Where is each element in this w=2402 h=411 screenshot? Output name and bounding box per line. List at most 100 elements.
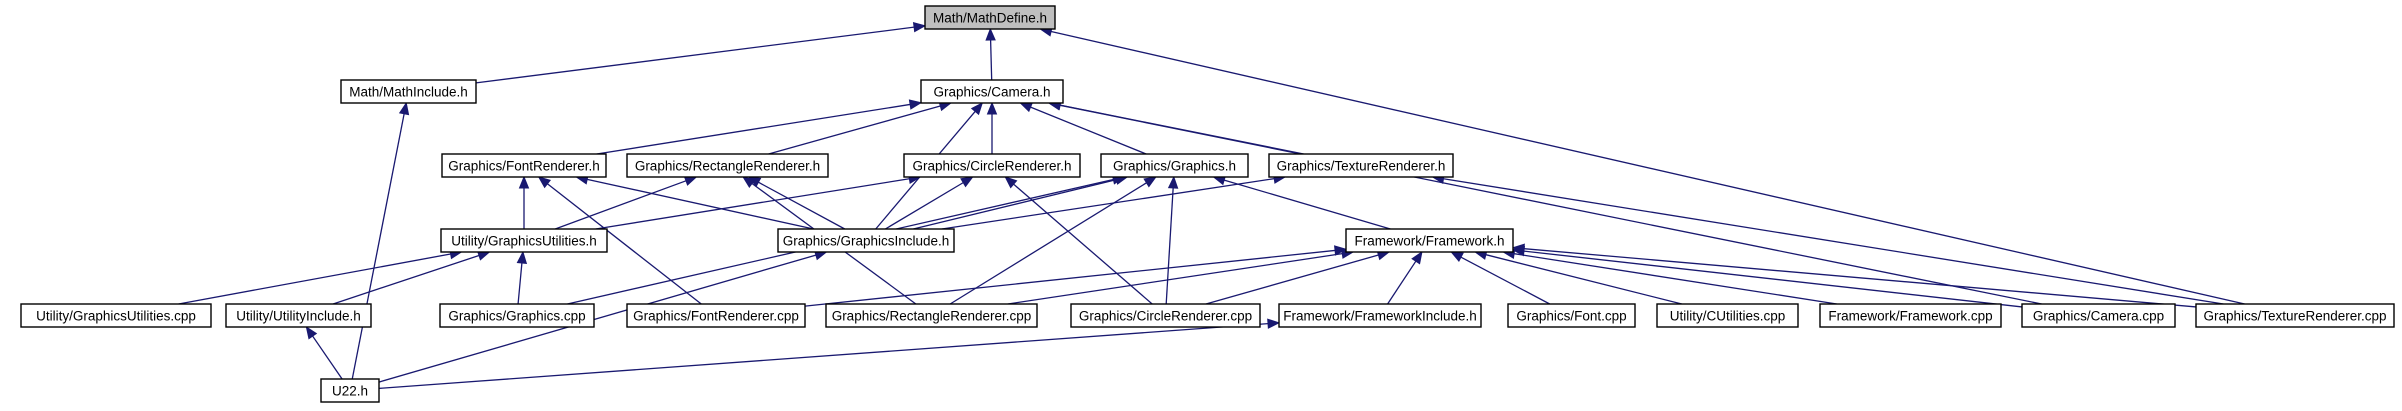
- node-frameworkinclude-h[interactable]: Framework/FrameworkInclude.h: [1278, 303, 1482, 328]
- node-box: [1507, 303, 1636, 328]
- node-rectrenderer-h[interactable]: Graphics/RectangleRenderer.h: [626, 153, 829, 178]
- edge-graphicsinclude_h-to-circlerenderer_h: [884, 176, 974, 230]
- node-box: [1268, 153, 1454, 178]
- node-graphicsutilities-cpp[interactable]: Utility/GraphicsUtilities.cpp: [20, 303, 212, 328]
- edge-font_cpp-to-framework_h: [1450, 251, 1551, 305]
- arrowhead-icon: [537, 176, 552, 189]
- node-mathdefine[interactable]: Math/MathDefine.h: [924, 5, 1056, 30]
- edge-line: [884, 182, 964, 230]
- node-fontrenderer-cpp[interactable]: Graphics/FontRenderer.cpp: [626, 303, 806, 328]
- node-box: [20, 303, 212, 328]
- node-u22-h[interactable]: U22.h: [320, 378, 380, 403]
- node-camera-h[interactable]: Graphics/Camera.h: [920, 79, 1064, 104]
- node-graphicsutilities-h[interactable]: Utility/GraphicsUtilities.h: [440, 228, 608, 253]
- edge-frameworkinclude_h-to-framework_h: [1387, 250, 1423, 305]
- edge-graphics_cpp-to-graphicsutilities_h: [516, 250, 528, 305]
- edge-line: [596, 103, 911, 155]
- edge-circlerenderer_cpp-to-graphics_h: [1165, 175, 1179, 305]
- arrowhead-icon: [1511, 243, 1525, 254]
- node-label: Math/MathInclude.h: [349, 85, 468, 100]
- node-label: Graphics/FontRenderer.cpp: [633, 309, 799, 324]
- edge-line: [1059, 104, 2042, 305]
- node-label: Graphics/RectangleRenderer.cpp: [832, 309, 1032, 324]
- edge-circlerenderer_h-to-camera_h: [986, 101, 998, 154]
- node-circlerenderer-h[interactable]: Graphics/CircleRenderer.h: [903, 153, 1081, 178]
- edge-camera_h-to-mathdefine: [985, 27, 996, 81]
- node-framework-cpp[interactable]: Framework/Framework.cpp: [1819, 303, 2002, 328]
- node-graphics-cpp[interactable]: Graphics/Graphics.cpp: [439, 303, 595, 328]
- node-camera-cpp[interactable]: Graphics/Camera.cpp: [2021, 303, 2176, 328]
- edge-line: [1050, 30, 2245, 305]
- edge-fontrenderer_h-to-camera_h: [596, 99, 923, 155]
- edge-line: [546, 183, 702, 305]
- node-label: Framework/Framework.cpp: [1828, 309, 1992, 324]
- node-box: [777, 228, 955, 253]
- node-label: Graphics/GraphicsInclude.h: [783, 234, 950, 249]
- node-circlerenderer-cpp[interactable]: Graphics/CircleRenderer.cpp: [1070, 303, 1261, 328]
- edge-line: [1205, 254, 1379, 305]
- arrowhead-icon: [1019, 102, 1033, 113]
- node-utilityinclude-h[interactable]: Utility/UtilityInclude.h: [225, 303, 372, 328]
- edge-line: [913, 178, 1117, 230]
- node-label: Utility/GraphicsUtilities.cpp: [36, 309, 196, 324]
- edge-line: [768, 105, 941, 155]
- edge-line: [989, 39, 993, 81]
- arrowhead-icon: [683, 176, 698, 186]
- arrowhead-icon: [1334, 245, 1348, 256]
- node-texturerenderer-cpp[interactable]: Graphics/TextureRenderer.cpp: [2195, 303, 2395, 328]
- node-box: [1278, 303, 1482, 328]
- node-font-cpp[interactable]: Graphics/Font.cpp: [1507, 303, 1636, 328]
- node-box: [440, 228, 608, 253]
- arrowhead-icon: [1411, 250, 1423, 265]
- edge-texturerenderer_h-to-camera_h: [1048, 100, 1304, 155]
- edge-framework_cpp-to-framework_h: [1501, 248, 1837, 305]
- node-framework-h[interactable]: Framework/Framework.h: [1345, 228, 1514, 253]
- edge-line: [1223, 179, 1391, 230]
- edge-line: [517, 262, 523, 305]
- node-texturerenderer-h[interactable]: Graphics/TextureRenderer.h: [1268, 153, 1454, 178]
- edge-line: [178, 253, 451, 305]
- edge-graphicsutilities_h-to-fontrenderer_h: [518, 175, 530, 229]
- edge-u22_h-to-utilityinclude_h: [305, 325, 343, 380]
- arrowhead-icon: [960, 176, 974, 188]
- arrowhead-icon: [986, 101, 998, 115]
- node-box: [903, 153, 1081, 178]
- node-label: Graphics/Camera.h: [933, 85, 1050, 100]
- node-fontrenderer-h[interactable]: Graphics/FontRenderer.h: [441, 153, 607, 178]
- edge-line: [1030, 106, 1147, 155]
- edge-cutilities_cpp-to-framework_h: [1473, 249, 1682, 305]
- node-label: U22.h: [332, 384, 368, 399]
- edge-graphicsutilities_h-to-rectrenderer_h: [554, 176, 698, 230]
- node-box: [1345, 228, 1514, 253]
- edge-graphicsutilities_cpp-to-graphicsutilities_h: [178, 248, 463, 305]
- arrowhead-icon: [1004, 176, 1018, 189]
- arrowhead-icon: [1450, 251, 1464, 263]
- edge-graphicsinclude_h-to-rectrenderer_h: [747, 176, 846, 230]
- node-label: Graphics/RectangleRenderer.h: [635, 159, 820, 174]
- node-box: [920, 79, 1064, 104]
- node-mathinclude[interactable]: Math/MathInclude.h: [340, 79, 477, 104]
- arrowhead-icon: [908, 99, 923, 110]
- node-box: [340, 79, 477, 104]
- node-label: Graphics/CircleRenderer.h: [912, 159, 1071, 174]
- edges-layer: [178, 22, 2245, 390]
- arrowhead-icon: [1143, 176, 1157, 188]
- edge-texturerenderer_cpp-to-framework_h: [1511, 243, 2197, 308]
- node-box: [626, 153, 829, 178]
- node-label: Graphics/TextureRenderer.h: [1277, 159, 1446, 174]
- edge-line: [595, 178, 910, 230]
- node-box: [2021, 303, 2176, 328]
- arrowhead-icon: [305, 325, 318, 340]
- arrowhead-icon: [742, 176, 756, 189]
- node-graphicsinclude-h[interactable]: Graphics/GraphicsInclude.h: [777, 228, 955, 253]
- node-label: Graphics/TextureRenderer.cpp: [2203, 309, 2386, 324]
- arrowhead-icon: [1167, 175, 1179, 189]
- edge-line: [1165, 187, 1174, 305]
- node-cutilities-cpp[interactable]: Utility/CUtilities.cpp: [1656, 303, 1799, 328]
- node-rectrenderer-cpp[interactable]: Graphics/RectangleRenderer.cpp: [825, 303, 1038, 328]
- node-graphics-h[interactable]: Graphics/Graphics.h: [1100, 153, 1249, 178]
- edge-line: [587, 178, 814, 230]
- edge-circlerenderer_cpp-to-circlerenderer_h: [1004, 176, 1153, 305]
- node-label: Framework/FrameworkInclude.h: [1283, 309, 1477, 324]
